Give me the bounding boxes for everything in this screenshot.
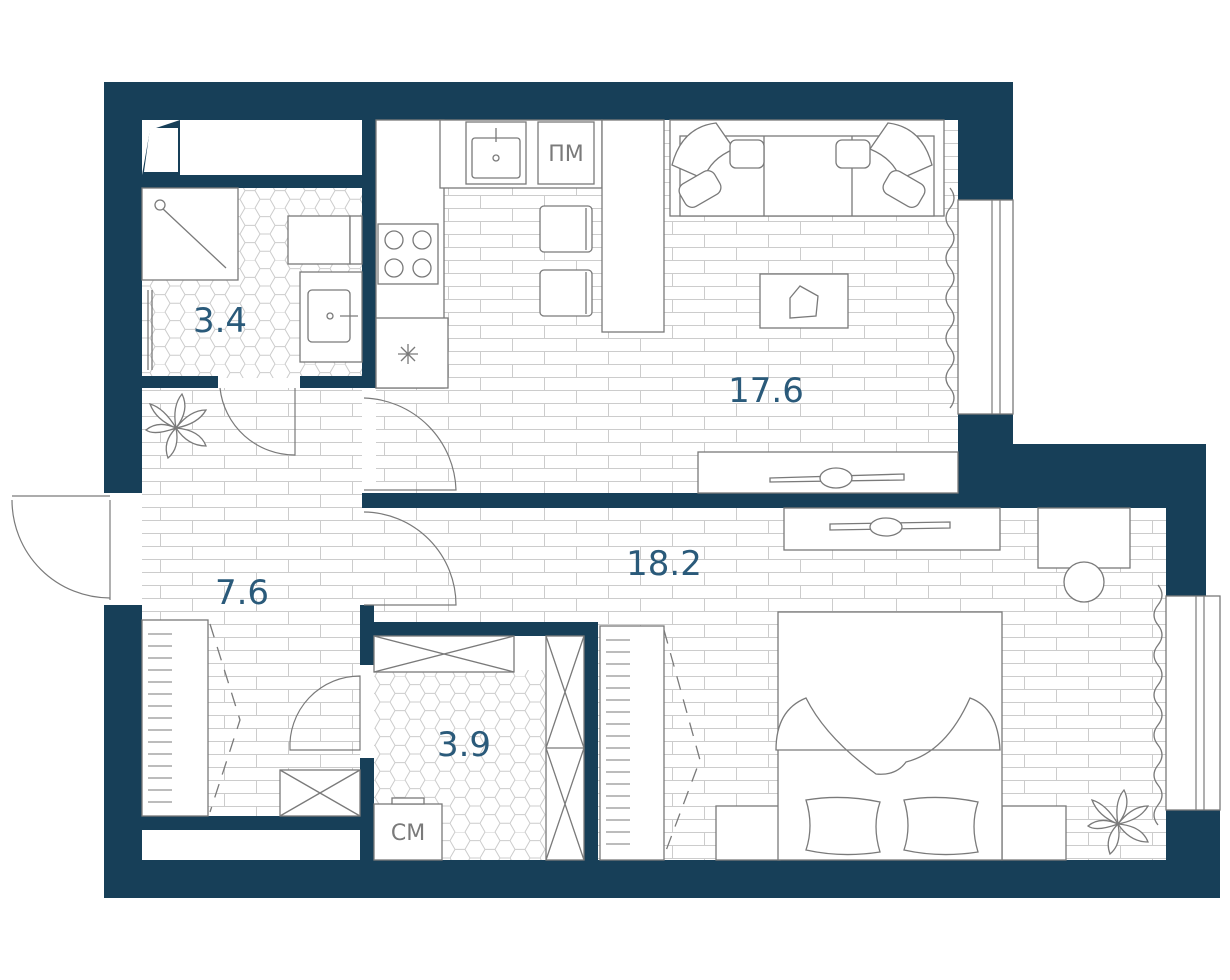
living-room-furniture (669, 119, 959, 494)
laundry-right-wall (584, 622, 598, 860)
bar-counter (601, 119, 665, 333)
washing-machine-label: СМ (391, 821, 425, 846)
bedroom-furniture (599, 507, 1131, 861)
partition-wall (362, 493, 1166, 508)
blanket (775, 697, 1001, 775)
bedside-table (1001, 805, 1067, 861)
stove-icon (377, 223, 439, 285)
bathroom-bottom-wall-right (300, 376, 376, 388)
door-living[interactable] (363, 397, 457, 491)
bar-stool (539, 205, 593, 253)
laundry-left-wall (360, 758, 374, 860)
right-wall-bedroom (958, 444, 1206, 596)
outer-wall-bottom (104, 605, 1220, 898)
kitchen: ПМ (375, 119, 665, 389)
washing-machine (373, 803, 443, 861)
armchair-icon (671, 122, 765, 208)
wardrobe-bedroom (599, 625, 665, 861)
closet-bottom-wall (142, 816, 374, 830)
area-bathroom: 3.4 (193, 301, 247, 341)
area-living-kitchen: 17.6 (728, 371, 804, 411)
area-labels: 3.4 17.6 7.6 18.2 3.9 (193, 301, 804, 765)
bedside-table (715, 805, 781, 861)
fridge (375, 317, 449, 389)
door-bathroom[interactable] (219, 387, 296, 456)
area-laundry: 3.9 (437, 725, 491, 765)
laundry-top-wall (360, 622, 598, 636)
curtain-bedroom (1153, 584, 1163, 826)
bar-stool (539, 269, 593, 317)
door-laundry[interactable] (289, 675, 361, 751)
area-bedroom: 18.2 (626, 544, 702, 584)
desk (1037, 507, 1131, 569)
curtain-living (945, 187, 955, 409)
laundry-fixtures: СМ (373, 635, 585, 861)
window-living (957, 199, 1014, 415)
windows (945, 187, 1221, 826)
bathroom-fixtures (141, 187, 363, 370)
area-hallway: 7.6 (215, 573, 269, 613)
bathroom-top-wall (142, 175, 362, 188)
armchair-icon (835, 122, 933, 208)
plant-icon (144, 392, 208, 460)
dishwasher-label: ПМ (548, 142, 584, 167)
walls (104, 82, 1220, 898)
dishwasher (537, 121, 595, 185)
entrance-door[interactable] (11, 493, 142, 605)
fan-icon (398, 344, 418, 364)
door-bedroom[interactable] (363, 511, 457, 606)
plant-icon (1086, 788, 1150, 856)
bathroom-bottom-wall (142, 376, 218, 388)
hallway-closet (141, 619, 361, 817)
interior-doors[interactable] (219, 387, 457, 751)
pillow-icon (903, 796, 979, 856)
pillow-icon (805, 796, 881, 856)
desk-chair (1063, 561, 1105, 603)
window-bedroom (1165, 595, 1221, 811)
toilet (287, 215, 351, 265)
